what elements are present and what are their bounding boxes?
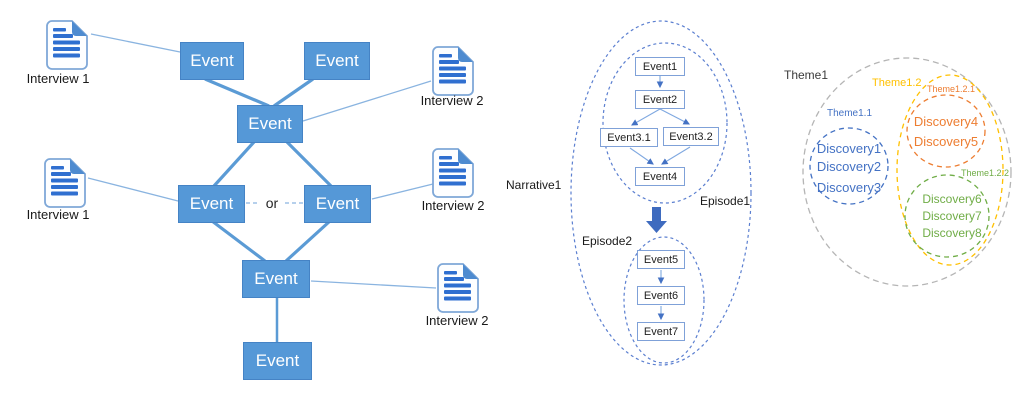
interview-label: Interview 2: [421, 198, 485, 213]
event-node: Event: [180, 42, 244, 80]
discovery-item: Discovery6: [922, 192, 982, 206]
theme1-2-ellipse: [896, 74, 1004, 266]
theme1-label: Theme1: [784, 68, 829, 82]
interview-label: Interview 1: [26, 71, 90, 86]
discovery-item: Discovery2: [816, 159, 882, 174]
discovery-item: Discovery3: [816, 180, 882, 195]
event4-node: Event4: [635, 167, 685, 186]
event-node: Event: [242, 260, 310, 298]
theme1-2-1-label: Theme1.2.1: [927, 84, 976, 94]
interview-label: Interview 1: [26, 207, 90, 222]
theme1-ellipse: [802, 57, 1012, 287]
document-icon: [432, 46, 474, 96]
episode1-label: Episode1: [700, 194, 751, 208]
discovery-item: Discovery7: [922, 209, 982, 223]
narrative1-ellipse: [570, 20, 752, 366]
discovery-item: Discovery8: [922, 226, 982, 240]
event7-node: Event7: [637, 322, 685, 341]
narrative1-label: Narrative1: [506, 178, 562, 192]
event-node: Event: [178, 185, 245, 223]
document-connector-lines: [87, 33, 437, 289]
episode1-ellipse: [602, 42, 728, 204]
event-node: Event: [237, 105, 303, 143]
interview-label: Interview 2: [420, 93, 484, 108]
episode2-label: Episode2: [582, 234, 633, 248]
event6-node: Event6: [637, 286, 685, 305]
episode-transition-arrow-icon: [646, 207, 667, 233]
document-icon: [432, 148, 474, 198]
or-label: or: [265, 195, 279, 211]
event-node: Event: [304, 42, 370, 80]
theme1-2-2-ellipse: [904, 174, 990, 258]
theme1-2-2-label: Theme1.2.2: [961, 168, 1010, 178]
theme1-2-1-ellipse: [906, 94, 986, 168]
event-node: Event: [243, 342, 312, 380]
document-icon: [437, 263, 479, 313]
event-node: Event: [304, 185, 371, 223]
event5-node: Event5: [637, 250, 685, 269]
event1-node: Event1: [635, 57, 685, 76]
discovery-item: Discovery4: [913, 114, 979, 129]
discovery-item: Discovery1: [816, 141, 882, 156]
discovery-item: Discovery5: [913, 134, 979, 149]
theme1-1-ellipse: [809, 127, 889, 205]
event3-1-node: Event3.1: [600, 128, 658, 147]
theme1-1-label: Theme1.1: [827, 108, 873, 119]
interview-label: Interview 2: [425, 313, 489, 328]
theme1-2-label: Theme1.2: [872, 77, 922, 89]
episode2-ellipse: [623, 236, 705, 364]
event3-2-node: Event3.2: [663, 127, 719, 146]
event2-node: Event2: [635, 90, 685, 109]
event-connector-lines: [204, 77, 333, 263]
event-flow-arrows: [629, 76, 691, 321]
document-icon: [46, 20, 88, 70]
document-icon: [44, 158, 86, 208]
